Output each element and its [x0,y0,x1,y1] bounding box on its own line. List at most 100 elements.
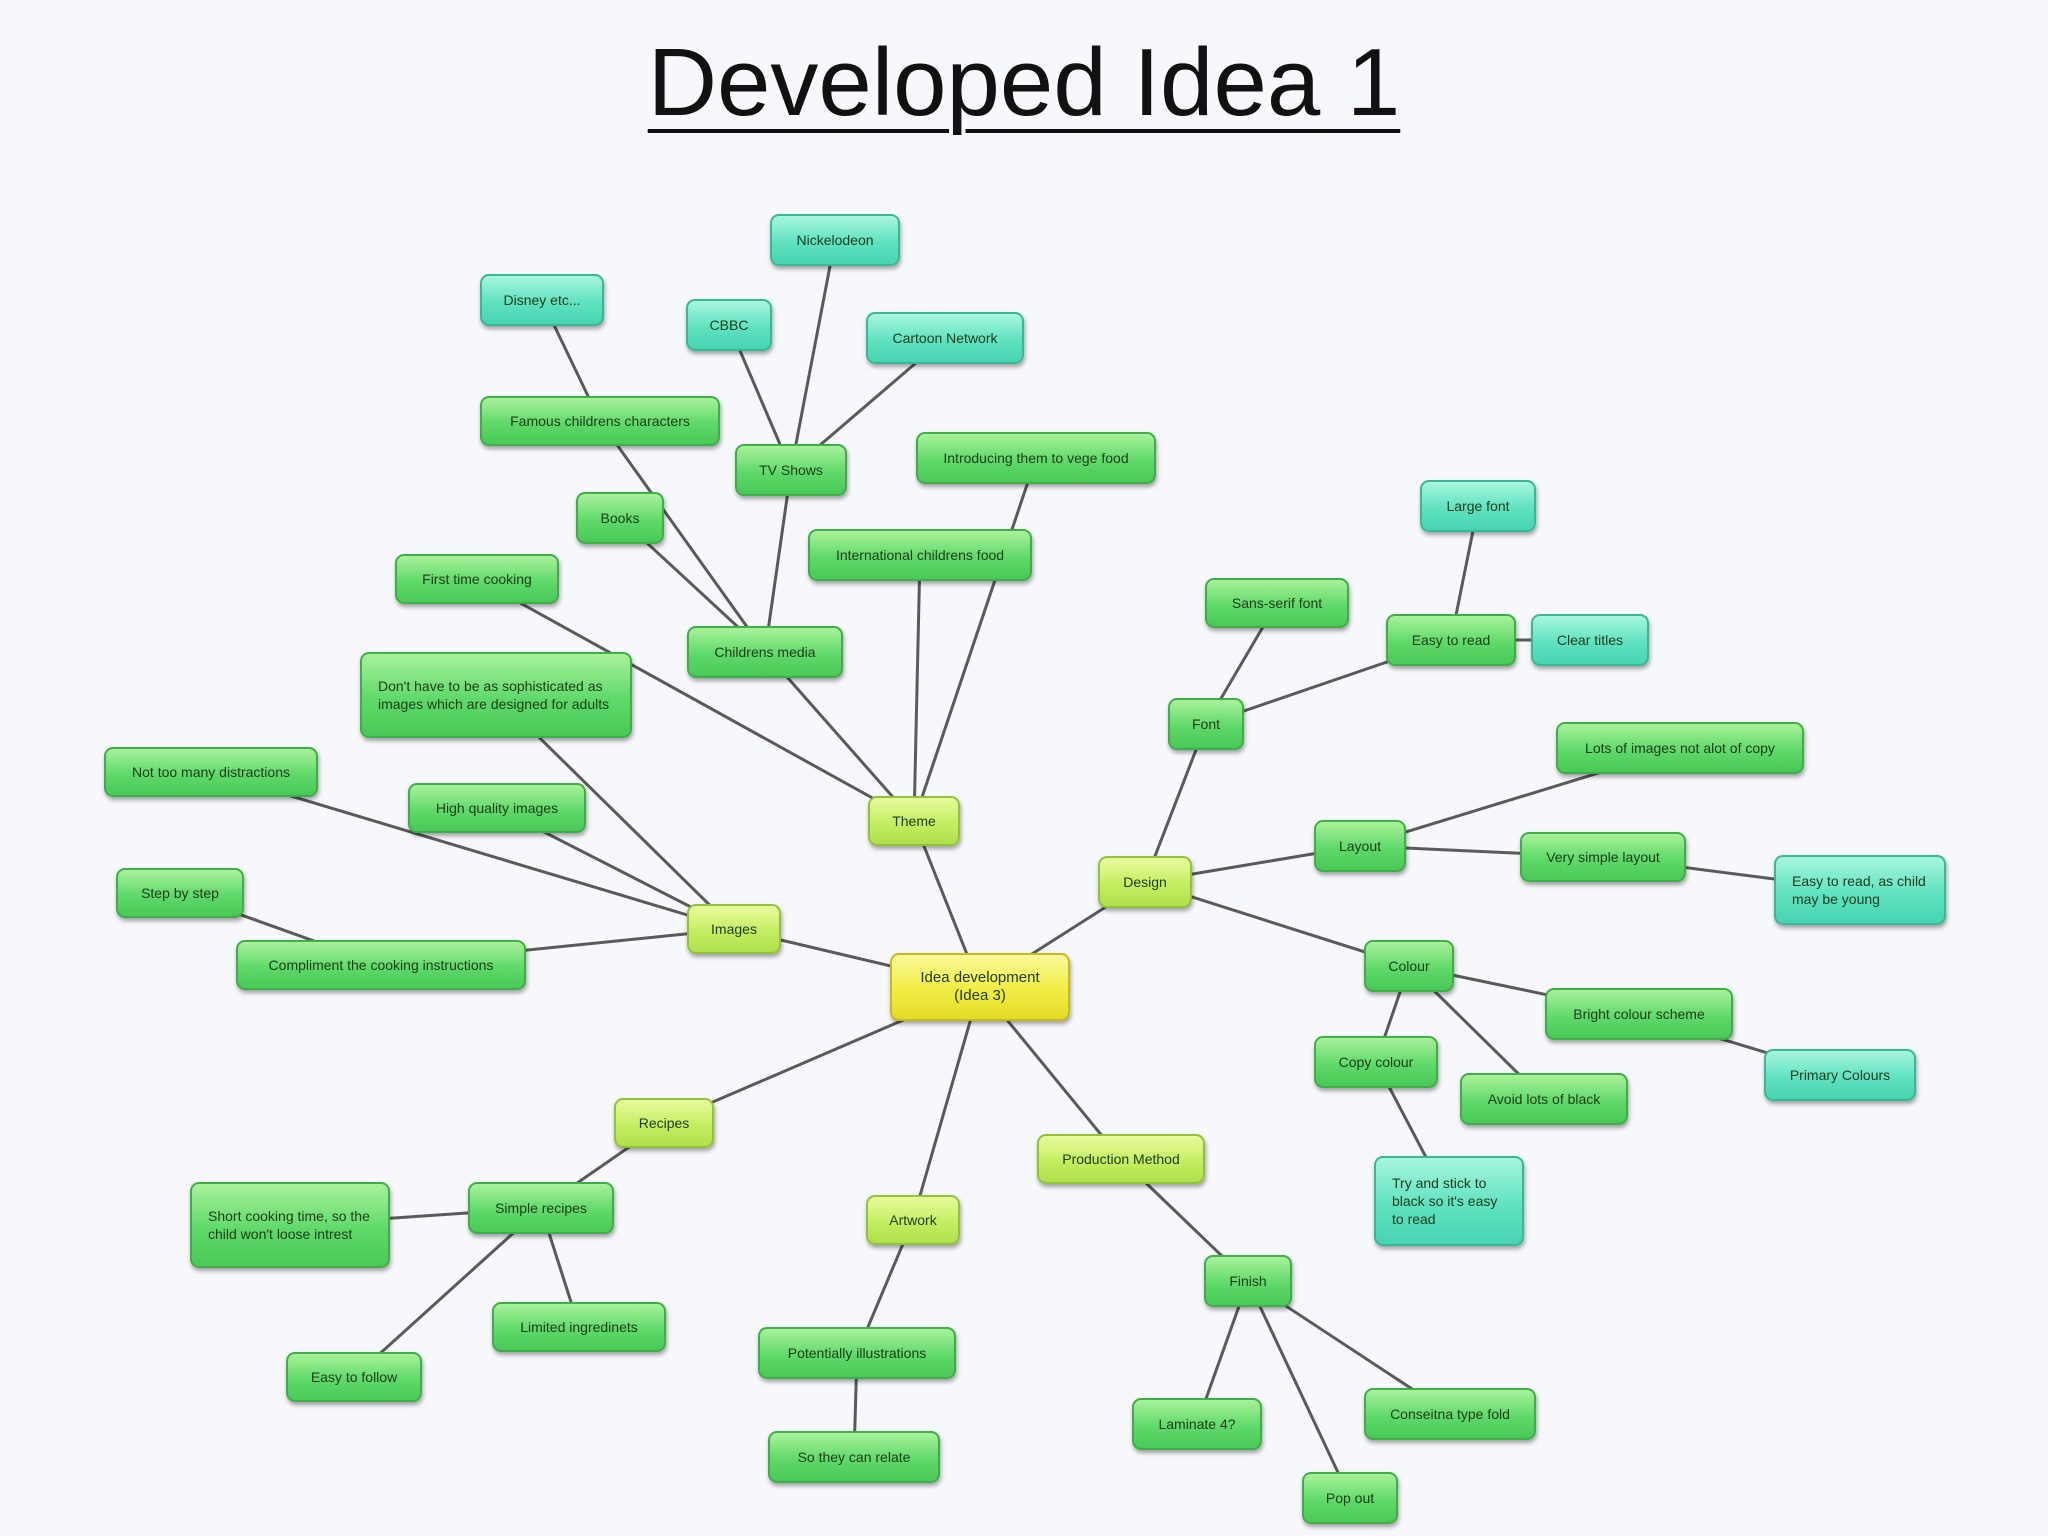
node-step-by-step[interactable]: Step by step [116,868,244,918]
connector-simple_recipes-easy_follow [352,1206,543,1379]
node-pop-out[interactable]: Pop out [1302,1472,1398,1524]
node-lots-of-images-label: Lots of images not alot of copy [1585,740,1775,756]
node-limited-ingredients[interactable]: Limited ingredinets [492,1302,666,1352]
connector-tv_shows-nickelodeon [789,239,837,471]
connector-theme-childrens_media [763,651,916,822]
node-they-can-relate[interactable]: So they can relate [768,1431,940,1483]
node-very-simple-layout-label: Very simple layout [1546,849,1660,865]
node-theme[interactable]: Theme [868,796,960,846]
connector-theme-introducing_veg [912,457,1038,822]
node-cartoon-network-label: Cartoon Network [892,330,998,346]
node-high-quality[interactable]: High quality images [408,783,586,833]
node-design-label: Design [1123,874,1167,890]
node-pop-out-label: Pop out [1325,1490,1375,1506]
node-colour[interactable]: Colour [1364,940,1454,992]
node-sans-serif[interactable]: Sans-serif font [1205,578,1349,628]
node-primary-colours[interactable]: Primary Colours [1764,1049,1916,1101]
node-recipes[interactable]: Recipes [614,1098,714,1148]
slide-title-text: Developed Idea 1 [647,29,1401,136]
node-bright-scheme[interactable]: Bright colour scheme [1545,988,1733,1040]
node-primary-colours-label: Primary Colours [1789,1067,1891,1083]
node-images[interactable]: Images [687,904,781,954]
node-short-cooking-label: Short cooking time, so the child won't l… [208,1208,370,1242]
node-lots-of-images[interactable]: Lots of images not alot of copy [1556,722,1804,774]
node-cartoon-network[interactable]: Cartoon Network [866,312,1024,364]
node-limited-ingredients-label: Limited ingredinets [520,1319,638,1335]
node-try-stick-black-label: Try and stick to black so it's easy to r… [1392,1175,1498,1227]
node-try-stick-black[interactable]: Try and stick to black so it's easy to r… [1374,1156,1524,1246]
node-clear-titles[interactable]: Clear titles [1531,614,1649,666]
node-simple-recipes[interactable]: Simple recipes [468,1182,614,1234]
node-first-time-cooking-label: First time cooking [422,571,532,587]
node-large-font[interactable]: Large font [1420,480,1536,532]
node-books[interactable]: Books [576,492,664,544]
node-avoid-black[interactable]: Avoid lots of black [1460,1073,1628,1125]
connector-childrens_media-famous_characters [598,420,767,653]
node-layout-label: Layout [1338,838,1382,854]
connector-theme-first_time_cooking [476,577,915,823]
node-not-too-many[interactable]: Not too many distractions [104,747,318,797]
node-disney[interactable]: Disney etc... [480,274,604,326]
node-copy-colour[interactable]: Copy colour [1314,1036,1438,1088]
node-disney-label: Disney etc... [503,292,581,308]
node-compliment-label: Compliment the cooking instructions [268,957,494,973]
node-font[interactable]: Font [1168,698,1244,750]
node-recipes-label: Recipes [638,1115,690,1131]
node-sans-serif-label: Sans-serif font [1231,595,1323,611]
node-childrens-media[interactable]: Childrens media [687,626,843,678]
node-cbbc-label: CBBC [709,317,749,333]
node-books-label: Books [600,510,640,526]
node-easy-follow[interactable]: Easy to follow [286,1352,422,1402]
node-famous-characters[interactable]: Famous childrens characters [480,396,720,446]
node-avoid-black-label: Avoid lots of black [1487,1091,1601,1107]
node-easy-young[interactable]: Easy to read, as child may be young [1774,855,1946,925]
node-bright-scheme-label: Bright colour scheme [1573,1006,1705,1022]
connector-design-font [1143,723,1208,883]
connector-childrens_media-tv_shows [763,469,793,653]
slide-title: Developed Idea 1 [0,28,2048,138]
node-artwork[interactable]: Artwork [866,1195,960,1245]
node-easy-young-label: Easy to read, as child may be young [1792,873,1926,907]
node-clear-titles-label: Clear titles [1556,632,1624,648]
node-very-simple-layout[interactable]: Very simple layout [1520,832,1686,882]
node-font-label: Font [1191,716,1220,732]
node-artwork-label: Artwork [889,1212,937,1228]
connector-images-not_too_many [210,770,735,931]
node-finish[interactable]: Finish [1204,1255,1292,1307]
node-not-sophisticated-label: Don't have to be as sophisticated as ima… [378,678,610,712]
connector-central-artwork [911,986,982,1221]
node-childrens-media-label: Childrens media [714,644,816,660]
node-short-cooking[interactable]: Short cooking time, so the child won't l… [190,1182,390,1268]
node-introducing-veg[interactable]: Introducing them to vege food [916,432,1156,484]
node-design[interactable]: Design [1098,856,1192,908]
connector-theme-international_food [912,554,922,822]
node-concertina-label: Conseitna type fold [1390,1406,1510,1422]
connector-finish-pop_out [1246,1280,1352,1499]
node-international-food-label: International childrens food [835,547,1005,563]
node-concertina[interactable]: Conseitna type fold [1364,1388,1536,1440]
node-finish-label: Finish [1229,1273,1267,1289]
node-tv-shows[interactable]: TV Shows [735,444,847,496]
node-images-label: Images [711,921,757,937]
node-cbbc[interactable]: CBBC [686,299,772,351]
node-potentially-illustrations[interactable]: Potentially illustrations [758,1327,956,1379]
node-simple-recipes-label: Simple recipes [495,1200,587,1216]
node-colour-label: Colour [1388,958,1430,974]
node-production-method-label: Production Method [1062,1151,1180,1167]
node-nickelodeon-label: Nickelodeon [796,232,874,248]
node-central[interactable]: Idea development (Idea 3) [890,953,1070,1021]
node-introducing-veg-label: Introducing them to vege food [943,450,1129,466]
node-first-time-cooking[interactable]: First time cooking [395,554,559,604]
node-not-sophisticated[interactable]: Don't have to be as sophisticated as ima… [360,652,632,738]
node-international-food[interactable]: International childrens food [808,529,1032,581]
node-layout[interactable]: Layout [1314,820,1406,872]
node-compliment[interactable]: Compliment the cooking instructions [236,940,526,990]
node-easy-to-read[interactable]: Easy to read [1386,614,1516,666]
node-production-method[interactable]: Production Method [1037,1134,1205,1184]
node-copy-colour-label: Copy colour [1338,1054,1414,1070]
node-tv-shows-label: TV Shows [759,462,823,478]
node-easy-to-read-label: Easy to read [1411,632,1491,648]
node-nickelodeon[interactable]: Nickelodeon [770,214,900,266]
node-step-by-step-label: Step by step [141,885,219,901]
node-laminate[interactable]: Laminate 4? [1132,1398,1262,1450]
